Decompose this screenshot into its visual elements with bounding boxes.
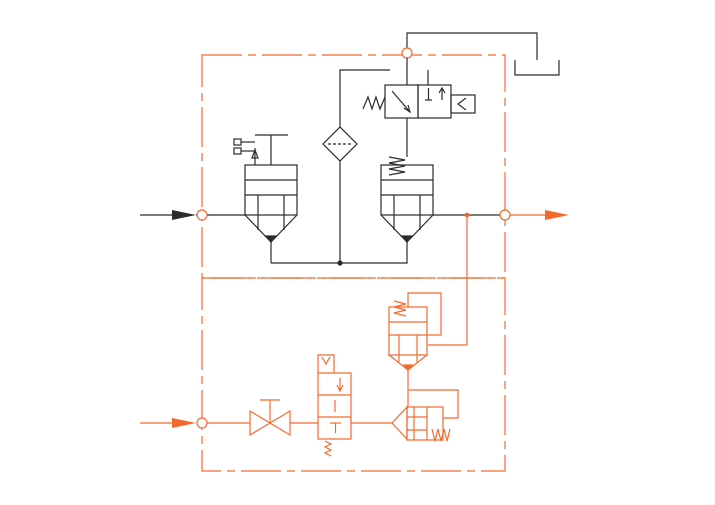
upper-boundary-box <box>201 54 506 279</box>
black-inlet-arrow <box>140 210 245 220</box>
filter-element <box>322 69 390 263</box>
lower-boundary-box <box>201 277 506 472</box>
port-circle-outlet <box>499 209 511 221</box>
orange-lower-horizontal-filter <box>391 389 459 442</box>
orange-upper-filter-bowl <box>388 292 442 407</box>
solenoid-valve-3-2 <box>384 58 452 119</box>
port-circle-lower-inlet <box>196 417 208 429</box>
drain-line <box>271 242 408 264</box>
port-circle-inlet <box>196 209 208 221</box>
orange-inlet-arrow <box>140 418 250 428</box>
solenoid-coil-icon <box>450 94 476 114</box>
return-spring-icon <box>362 95 386 111</box>
right-filter-bowl <box>380 118 434 243</box>
supply-branch-line <box>428 215 468 346</box>
top-exhaust-line <box>406 32 560 76</box>
orange-directional-valve <box>317 354 392 457</box>
shutoff-valve-icon <box>249 399 318 437</box>
left-filter-bowl <box>244 164 298 263</box>
pressure-switch-icon <box>233 134 288 165</box>
port-circle-top <box>401 47 413 59</box>
bowl-spring-icon <box>388 156 406 176</box>
